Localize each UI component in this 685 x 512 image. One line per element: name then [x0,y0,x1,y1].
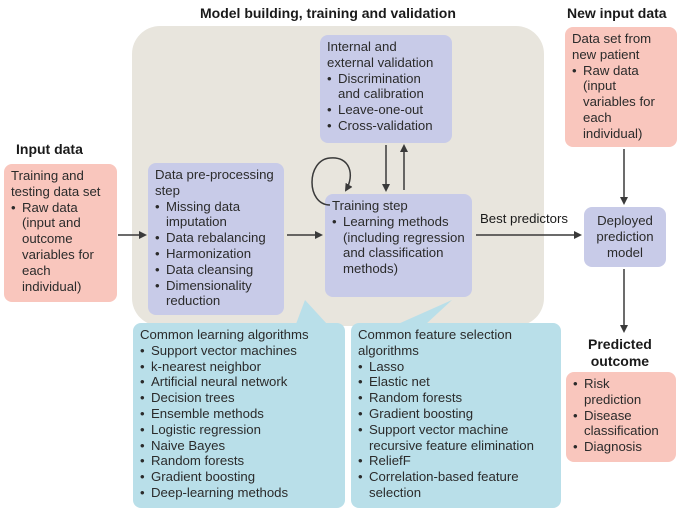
feature-selection-box: Common feature selection algorithms Lass… [351,323,561,508]
best-predictors-label: Best predictors [480,211,568,226]
deployed-model-title: Deployed prediction model [596,213,654,260]
preprocessing-item: Dimensionality reduction [155,278,277,310]
feature-selection-item: Elastic net [358,374,554,390]
learning-algorithms-box: Common learning algorithms Support vecto… [133,323,345,508]
learning-algorithm-item: Logistic regression [140,422,338,438]
validation-item: Leave-one-out [327,102,445,118]
validation-box: Internal and external validation Discrim… [320,35,452,143]
training-data-title: Training and testing data set [11,168,101,199]
learning-algorithm-item: Decision trees [140,390,338,406]
new-patient-title: Data set from new patient [572,31,652,62]
input-data-heading: Input data [16,141,83,157]
training-step-box: Training step Learning methods (includin… [325,194,472,297]
predicted-outcome-heading: Predicted outcome [588,336,652,370]
new-patient-item: Raw data (input variables for each indiv… [572,63,670,142]
preprocessing-item: Data cleansing [155,262,277,278]
learning-algorithms-title: Common learning algorithms [140,327,309,342]
training-step-item: Learning methods (including regression a… [332,214,465,277]
learning-algorithm-item: Ensemble methods [140,406,338,422]
feature-selection-item: Gradient boosting [358,406,554,422]
callout-pointer-learning [296,300,327,324]
predicted-item: Diagnosis [573,439,669,455]
training-data-box: Training and testing data set Raw data (… [4,164,117,302]
learning-algorithm-item: Support vector machines [140,343,338,359]
learning-algorithm-item: Naive Bayes [140,438,338,454]
learning-algorithm-item: Artificial neural network [140,374,338,390]
preprocessing-item: Harmonization [155,246,277,262]
validation-item: Discrimination and calibration [327,71,445,103]
predicted-heading-line2: outcome [590,353,650,369]
preprocessing-box: Data pre-processing step Missing data im… [148,163,284,315]
training-data-item: Raw data (input and outcome variables fo… [11,200,110,295]
feature-selection-item: Correlation-based feature selection [358,469,554,501]
preprocessing-item: Data rebalancing [155,230,277,246]
learning-algorithm-item: Random forests [140,453,338,469]
new-patient-box: Data set from new patient Raw data (inpu… [565,27,677,147]
feature-selection-item: Random forests [358,390,554,406]
feature-selection-title: Common feature selection algorithms [358,327,512,358]
predicted-heading-line1: Predicted [588,336,652,352]
learning-algorithm-item: Deep-learning methods [140,485,338,501]
model-building-heading: Model building, training and validation [200,5,456,21]
learning-algorithm-item: Gradient boosting [140,469,338,485]
feature-selection-item: Support vector machine recursive feature… [358,422,554,454]
new-input-heading: New input data [567,5,667,21]
predicted-item: Disease classification [573,408,669,440]
predicted-outcome-box: Risk prediction Disease classification D… [566,372,676,462]
preprocessing-item: Missing data imputation [155,199,277,231]
learning-algorithm-item: k-nearest neighbor [140,359,338,375]
deployed-model-box: Deployed prediction model [584,207,666,267]
validation-item: Cross-validation [327,118,445,134]
callout-pointer-feature [398,300,452,324]
validation-title: Internal and external validation [327,39,434,70]
feature-selection-item: Lasso [358,359,554,375]
predicted-item: Risk prediction [573,376,669,408]
training-step-title: Training step [332,198,408,213]
arrow-training-self-loop [311,157,353,206]
feature-selection-item: ReliefF [358,453,554,469]
preprocessing-title: Data pre-processing step [155,167,274,198]
